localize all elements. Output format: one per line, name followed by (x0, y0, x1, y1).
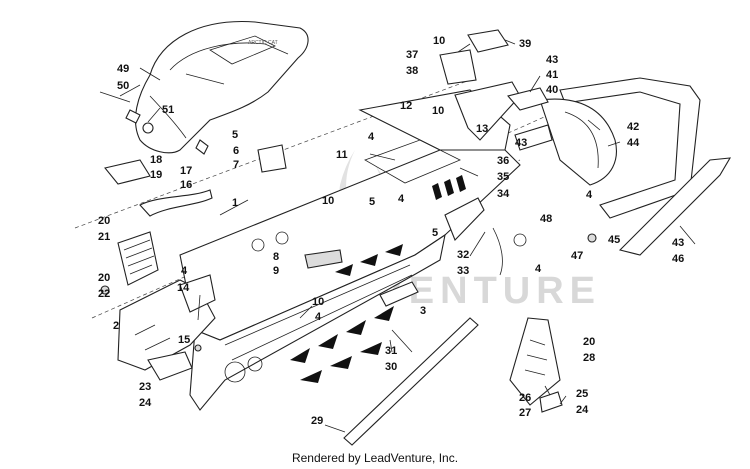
callout-labels: 1 2 3 4 4 4 4 4 4 5 5 5 6 7 8 9 10 10 10… (98, 35, 684, 427)
nut (587, 233, 597, 243)
mount-plate (179, 274, 216, 313)
callout-43c: 43 (672, 237, 684, 249)
callout-16: 16 (180, 179, 192, 191)
callout-24b: 24 (576, 404, 589, 416)
washer (513, 233, 527, 247)
callout-39: 39 (519, 38, 531, 50)
nut (194, 344, 202, 352)
callout-5: 5 (232, 129, 238, 141)
rear-rail (454, 81, 521, 141)
callout-30: 30 (385, 361, 397, 373)
callout-37: 37 (406, 49, 418, 61)
callout-32: 32 (457, 249, 469, 261)
callout-40: 40 (546, 84, 558, 96)
callout-25: 25 (576, 388, 588, 400)
svg-text:ARCTIC CAT: ARCTIC CAT (248, 40, 278, 46)
callout-26: 26 (519, 392, 531, 404)
callout-22: 22 (98, 288, 110, 300)
callout-17: 17 (180, 165, 192, 177)
callout-50: 50 (117, 80, 129, 92)
leader-lines (119, 39, 696, 433)
callout-10d: 10 (312, 296, 324, 308)
callout-20b: 20 (98, 272, 110, 284)
mount-bracket (439, 49, 477, 85)
callout-34: 34 (497, 188, 510, 200)
rear-bumper (539, 77, 701, 219)
credit-line: Rendered by LeadVenture, Inc. (291, 451, 459, 465)
callout-20: 20 (98, 215, 110, 227)
callout-38: 38 (406, 65, 418, 77)
side-bracket (444, 197, 485, 241)
callout-1: 1 (232, 197, 238, 209)
callout-47: 47 (571, 250, 583, 262)
callout-21: 21 (98, 231, 110, 243)
callout-46: 46 (672, 253, 684, 265)
nut (100, 285, 110, 295)
footrest-pad (147, 351, 193, 381)
callout-5b: 5 (369, 196, 375, 208)
callout-36: 36 (497, 155, 509, 167)
callout-18: 18 (150, 154, 162, 166)
spacer (142, 122, 154, 134)
callout-51: 51 (162, 104, 174, 116)
track-rod (343, 317, 479, 446)
toe-hold-bracket (509, 317, 561, 406)
callout-43: 43 (546, 54, 558, 66)
callout-3: 3 (420, 305, 426, 317)
callout-24: 24 (139, 397, 152, 409)
callout-29: 29 (311, 415, 323, 427)
callout-12: 12 (400, 100, 412, 112)
runner (379, 281, 419, 307)
cover (104, 159, 151, 185)
callout-42: 42 (627, 121, 639, 133)
bracket (139, 189, 213, 217)
callout-15: 15 (178, 334, 190, 346)
callout-27: 27 (519, 407, 531, 419)
cover-plate (507, 87, 549, 111)
callout-14: 14 (177, 282, 190, 294)
gusset (304, 249, 343, 269)
callout-33: 33 (457, 265, 469, 277)
seat: ARCTIC CAT (125, 20, 309, 155)
callout-10: 10 (433, 35, 445, 47)
callout-31: 31 (385, 345, 397, 357)
callout-19: 19 (150, 169, 162, 181)
callout-5c: 5 (432, 227, 438, 239)
callout-45: 45 (608, 234, 620, 246)
callout-9: 9 (273, 265, 279, 277)
callout-4e: 4 (535, 263, 542, 275)
callout-6: 6 (233, 145, 239, 157)
callout-7: 7 (233, 159, 239, 171)
callout-4d: 4 (315, 311, 322, 323)
callout-4c: 4 (181, 265, 188, 277)
toe-cover (539, 391, 563, 413)
snow-flap (618, 157, 732, 256)
callout-49: 49 (117, 63, 129, 75)
callout-43b: 43 (515, 137, 527, 149)
callout-35: 35 (497, 171, 509, 183)
callout-4: 4 (368, 131, 375, 143)
callout-20c: 20 (583, 336, 595, 348)
callout-44: 44 (627, 137, 640, 149)
callout-2: 2 (113, 320, 119, 332)
callout-11: 11 (336, 149, 348, 161)
callout-23: 23 (139, 381, 151, 393)
callout-4f: 4 (586, 189, 593, 201)
callout-10b: 10 (432, 105, 444, 117)
callout-4b: 4 (398, 193, 405, 205)
clip (257, 144, 287, 173)
callout-8: 8 (273, 251, 279, 263)
callout-28: 28 (583, 352, 595, 364)
assembly-guide-line (91, 109, 561, 319)
upper-bracket (467, 29, 509, 53)
heat-exchanger (117, 231, 159, 286)
callout-10c: 10 (322, 195, 334, 207)
callout-41: 41 (546, 69, 558, 81)
callout-48: 48 (540, 213, 552, 225)
rail-bracket (514, 124, 553, 151)
callout-13: 13 (476, 123, 488, 135)
strap-pin (99, 91, 131, 103)
